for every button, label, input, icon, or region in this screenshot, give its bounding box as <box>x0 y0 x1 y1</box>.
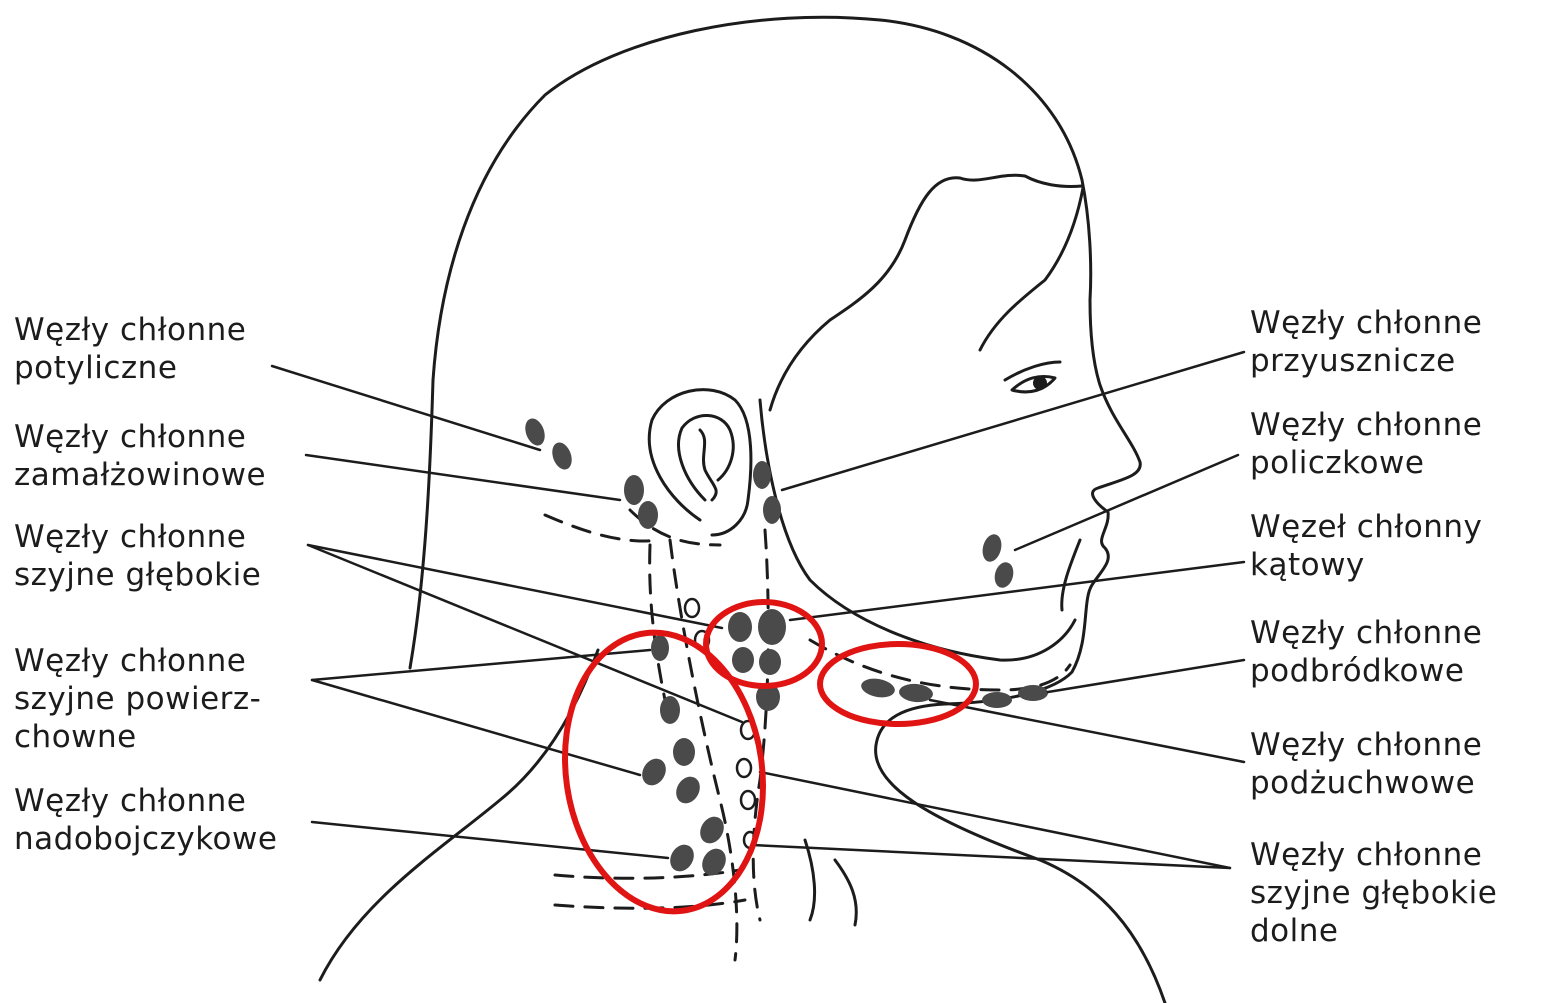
label-angular: Węzeł chłonny kątowy <box>1250 508 1482 584</box>
jaw-line <box>760 400 1075 660</box>
label-deep-cervical: Węzły chłonne szyjne głębokie <box>14 518 261 594</box>
label-occipital: Węzły chłonne potyliczne <box>14 311 246 387</box>
lymph-node <box>980 532 1005 564</box>
leader-buccal <box>1015 455 1238 550</box>
label-retroauricular: Węzły chłonne zamałżowinowe <box>14 418 266 494</box>
label-line: Węzły chłonne <box>14 418 266 456</box>
label-superficial-cervical: Węzły chłonne szyjne powierz- chowne <box>14 642 261 756</box>
label-line: szyjne głębokie <box>1250 874 1497 912</box>
leader-submental <box>1048 660 1244 692</box>
label-line: Węzły chłonne <box>14 311 246 349</box>
leader-supraclavicular <box>312 822 668 858</box>
neck-back-outline <box>320 650 598 980</box>
lymph-node <box>651 635 669 661</box>
hairline <box>770 175 1082 410</box>
dashed-vessel-neck-left <box>650 545 665 700</box>
lymph-node <box>753 461 771 489</box>
label-line: Węzły chłonne <box>14 642 261 680</box>
label-line: Węzły chłonne <box>14 782 277 820</box>
lymph-node <box>982 692 1012 708</box>
lymph-node <box>673 738 695 766</box>
label-line: przyusznicze <box>1250 342 1482 380</box>
leader-deep-cervical-a <box>308 545 722 628</box>
label-line: Węzły chłonne <box>1250 406 1482 444</box>
label-line: chowne <box>14 718 261 756</box>
label-submandibular: Węzły chłonne podżuchwowe <box>1250 726 1482 802</box>
leader-occipital <box>272 366 540 450</box>
lymph-node-outline <box>737 759 751 777</box>
label-deep-cervical-lower: Węzły chłonne szyjne głębokie dolne <box>1250 836 1497 950</box>
label-line: szyjne powierz- <box>14 680 261 718</box>
lymph-node <box>671 772 704 807</box>
leader-parotid <box>782 352 1244 490</box>
lymph-node <box>665 840 698 875</box>
lymph-node <box>758 609 786 645</box>
label-line: zamałżowinowe <box>14 456 266 494</box>
clavicle-line <box>835 860 856 925</box>
label-line: szyjne głębokie <box>14 556 261 594</box>
label-buccal: Węzły chłonne policzkowe <box>1250 406 1482 482</box>
label-line: nadobojczykowe <box>14 820 277 858</box>
lymph-node <box>992 560 1016 590</box>
label-parotid: Węzły chłonne przyusznicze <box>1250 304 1482 380</box>
lymph-node <box>728 612 752 642</box>
label-line: podżuchwowe <box>1250 764 1482 802</box>
lymph-node <box>624 475 644 505</box>
ear-inner <box>679 415 734 500</box>
label-line: kątowy <box>1250 546 1482 584</box>
lymph-node <box>860 676 897 700</box>
label-line: Węzły chłonne <box>1250 726 1482 764</box>
lymph-node <box>549 440 575 472</box>
label-submental: Węzły chłonne podbródkowe <box>1250 614 1482 690</box>
lymph-node-outline <box>741 791 755 809</box>
lymph-node <box>522 416 548 448</box>
label-supraclavicular: Węzły chłonne nadobojczykowe <box>14 782 277 858</box>
lymph-node <box>637 754 670 789</box>
leader-retroauricular <box>306 455 620 500</box>
lymph-node <box>898 683 933 704</box>
ear-outer <box>649 390 751 535</box>
lymph-node <box>1018 685 1048 701</box>
label-line: Węzły chłonne <box>1250 614 1482 652</box>
lymph-node <box>732 647 754 673</box>
label-line: potyliczne <box>14 349 246 387</box>
lymph-node <box>763 496 781 524</box>
lymph-node <box>638 501 658 529</box>
label-line: Węzły chłonne <box>1250 304 1482 342</box>
label-line: podbródkowe <box>1250 652 1482 690</box>
leader-deep-lower-a <box>760 772 1230 868</box>
lymph-node-outline <box>685 599 699 617</box>
label-line: Węzły chłonne <box>1250 836 1497 874</box>
label-line: Węzły chłonne <box>14 518 261 556</box>
label-line: dolne <box>1250 912 1497 950</box>
leader-deep-lower-b <box>752 845 1230 868</box>
leader-angular <box>790 562 1244 620</box>
lymph-node <box>697 844 730 879</box>
highlight-ellipse-submandibular <box>820 644 976 724</box>
cheek-fold <box>1062 540 1080 610</box>
temple-line <box>980 188 1083 350</box>
label-line: policzkowe <box>1250 444 1482 482</box>
leader-superficial-b <box>312 680 640 775</box>
lymph-node <box>660 696 680 724</box>
ear-fold <box>700 430 716 500</box>
head-outline <box>410 17 1165 1003</box>
label-line: Węzeł chłonny <box>1250 508 1482 546</box>
leader-submandibular <box>930 700 1244 762</box>
throat-line <box>805 840 815 920</box>
lymph-node <box>759 649 781 675</box>
